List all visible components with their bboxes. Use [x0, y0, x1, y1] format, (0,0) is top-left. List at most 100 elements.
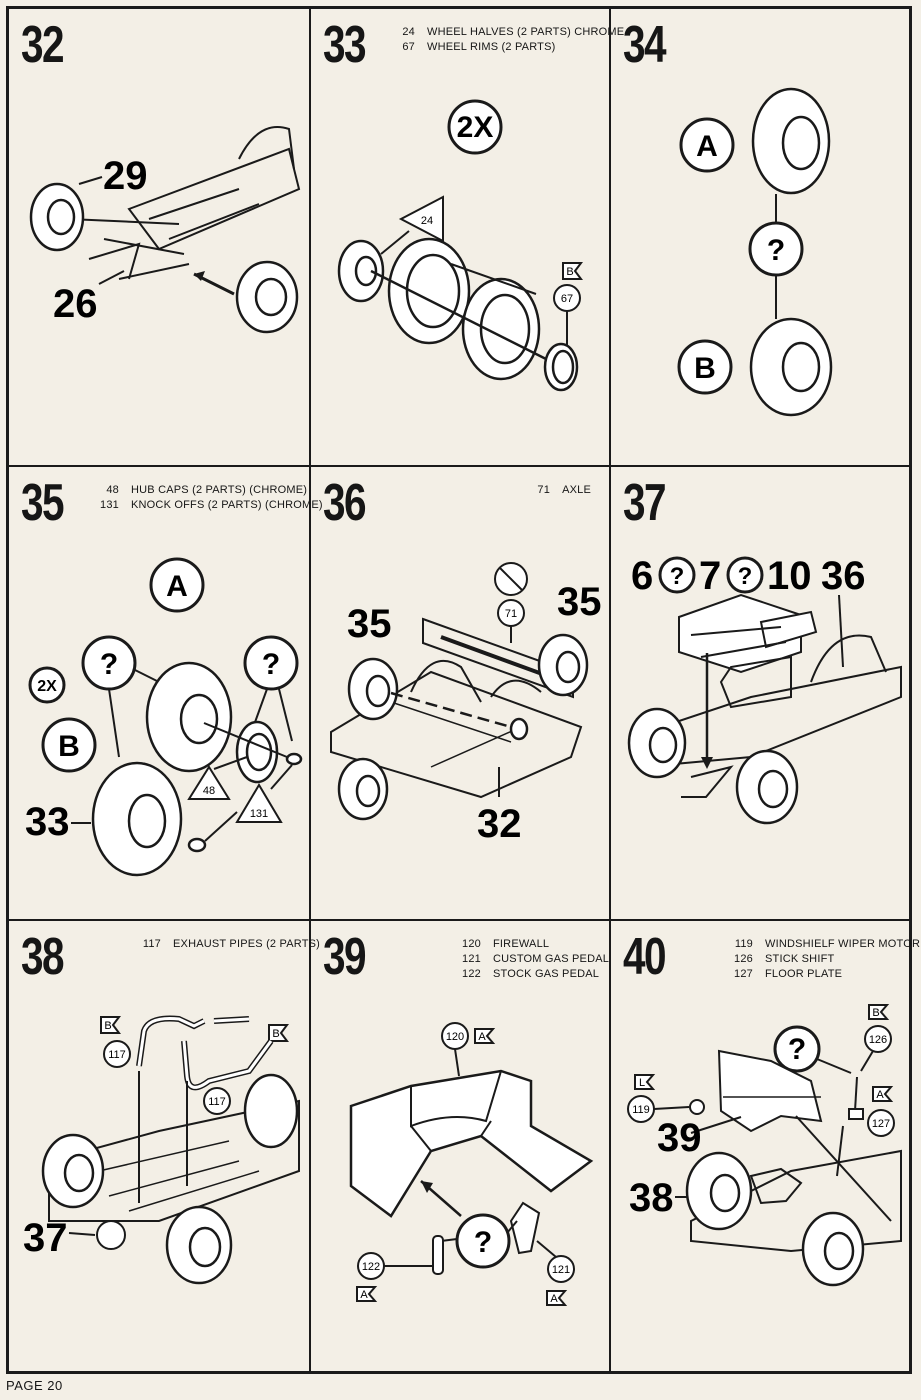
svg-text:B: B	[566, 266, 573, 278]
callout-37: 37	[23, 1216, 68, 1260]
wheel	[243, 1073, 299, 1149]
part-circle-117: 117	[208, 1096, 226, 1108]
part-circle-122: 122	[362, 1261, 380, 1273]
step-number: 35	[21, 474, 65, 532]
parts-list-row: 120 FIREWALL	[462, 938, 550, 950]
callout-39: 39	[657, 1116, 702, 1160]
parts-list: 120 FIREWALL 121 CUSTOM GAS PEDAL 122 ST…	[459, 937, 609, 982]
step-number: 32	[21, 16, 65, 74]
callout-38: 38	[629, 1176, 674, 1220]
svg-text:24: 24	[421, 215, 433, 227]
svg-text:67: 67	[561, 293, 573, 305]
step-33-panel: 33 24 WHEEL HALVES (2 PARTS) CHROME 67 W…	[311, 9, 624, 467]
callout-35-left: 35	[347, 602, 392, 646]
callout-question: ?	[262, 648, 280, 681]
svg-text:A: A	[550, 1293, 558, 1305]
callout-29: 29	[103, 154, 148, 198]
step-40-illustration: B 126 ? L 119 A 127	[627, 1004, 902, 1287]
callout-question: ?	[788, 1033, 806, 1066]
step-35-illustration: A 2X ? B ? 48	[25, 557, 303, 877]
parts-list-row: 122 STOCK GAS PEDAL	[462, 968, 600, 980]
step-39-illustration: 120 A ? 122 A 121 A	[349, 1022, 594, 1306]
callout-2x: 2X	[37, 678, 57, 695]
parts-list-row: 126 STICK SHIFT	[734, 953, 835, 965]
firewall-drawing	[349, 1069, 594, 1218]
callout-10: 10	[767, 554, 812, 598]
parts-list: 117 EXHAUST PIPES (2 PARTS)	[139, 937, 320, 952]
parts-list: 71 AXLE	[534, 483, 591, 498]
part-circle-71: 71	[505, 608, 517, 620]
wiper-motor-part	[689, 1099, 705, 1115]
callout-35-right: 35	[557, 580, 602, 624]
callout-a: A	[166, 570, 188, 603]
step-32-illustration: 29 26	[29, 126, 301, 334]
custom-gas-pedal	[509, 1201, 541, 1255]
svg-text:A: A	[360, 1289, 368, 1301]
part-triangle-131: 131	[250, 808, 268, 820]
step-40-panel: 40 119 WINDSHIELF WIPER MOTOR 126 STICK …	[611, 921, 920, 1371]
flag-marker	[356, 1286, 378, 1302]
svg-text:B: B	[104, 1020, 111, 1032]
step-36-panel: 36 71 AXLE 71	[311, 467, 611, 921]
parts-list: 119 WINDSHIELF WIPER MOTOR 126 STICK SHI…	[731, 937, 920, 982]
step-39-panel: 39 120 FIREWALL 121 CUSTOM GAS PEDAL 122…	[311, 921, 611, 1371]
parts-list-row: 117 EXHAUST PIPES (2 PARTS)	[142, 938, 321, 950]
svg-text:A: A	[876, 1089, 884, 1101]
step-number: 37	[623, 474, 667, 532]
callout-a: A	[696, 130, 718, 163]
instruction-sheet: 32 29 26 33	[6, 6, 920, 1374]
step-32-panel: 32 29 26	[9, 9, 311, 467]
step-35-panel: 35 48 HUB CAPS (2 PARTS) (CHROME) 131 KN…	[9, 467, 323, 921]
callout-question: ?	[738, 563, 753, 590]
part-circle-127: 127	[872, 1118, 890, 1130]
parts-list-row: 67 WHEEL RIMS (2 PARTS)	[402, 41, 556, 53]
svg-text:B: B	[272, 1028, 279, 1040]
knock-off	[285, 752, 303, 766]
svg-text:L: L	[639, 1077, 645, 1089]
callout-question: ?	[670, 563, 685, 590]
parts-list-row: 127 FLOOR PLATE	[734, 968, 843, 980]
step-number: 34	[623, 16, 667, 74]
callout-question: ?	[100, 648, 118, 681]
callout-question: ?	[767, 234, 785, 267]
fan-icon	[96, 1220, 126, 1250]
callout-7: 7	[699, 554, 721, 598]
svg-text:B: B	[872, 1007, 879, 1019]
parts-list-row: 48 HUB CAPS (2 PARTS) (CHROME)	[106, 484, 308, 496]
step-number: 33	[323, 16, 367, 74]
quantity-badge	[447, 99, 503, 155]
svg-text:A: A	[478, 1031, 486, 1043]
floor-plate-part	[848, 1108, 864, 1120]
part-circle-120: 120	[446, 1031, 464, 1043]
flag-marker	[474, 1028, 496, 1044]
step-number: 40	[623, 928, 667, 986]
flag-marker	[634, 1074, 656, 1090]
step-36-illustration: 71 35 35 32	[330, 562, 602, 846]
callout-26: 26	[53, 282, 98, 326]
callout-32: 32	[477, 802, 522, 846]
step-34-illustration: A ? B	[677, 87, 833, 417]
callout-question: ?	[474, 1226, 492, 1259]
stock-gas-pedal	[432, 1235, 444, 1275]
parts-list-row: 131 KNOCK OFFS (2 PARTS) (CHROME)	[100, 499, 323, 511]
page-number: PAGE 20	[6, 1378, 63, 1393]
step-37-panel: 37 6 ? 7 ? 10 36	[611, 467, 909, 921]
callout-33: 33	[25, 800, 70, 844]
step-38-panel: 38 117 EXHAUST PIPES (2 PARTS) B 117 B 1…	[9, 921, 320, 1371]
wheel-drawing	[29, 182, 299, 334]
callout-6: 6	[631, 554, 653, 598]
parts-list-row: 71 AXLE	[537, 484, 591, 496]
part-circle-119: 119	[632, 1104, 650, 1116]
flag-marker	[268, 1024, 289, 1042]
flag-marker	[562, 262, 583, 280]
step-33-illustration: 2X 24 B 67	[337, 99, 583, 392]
part-circle-117: 117	[108, 1049, 126, 1061]
step-34-panel: 34 A ? B	[611, 9, 909, 467]
engine-drawing	[678, 593, 802, 674]
callout-b: B	[694, 352, 716, 385]
parts-list: 48 HUB CAPS (2 PARTS) (CHROME) 131 KNOCK…	[97, 483, 323, 513]
callout-2x: 2X	[457, 111, 494, 144]
step-38-illustration: B 117 B 117	[23, 1015, 300, 1285]
step-37-illustration: 6 ? 7 ? 10 36	[627, 554, 902, 825]
flag-marker	[546, 1290, 568, 1306]
